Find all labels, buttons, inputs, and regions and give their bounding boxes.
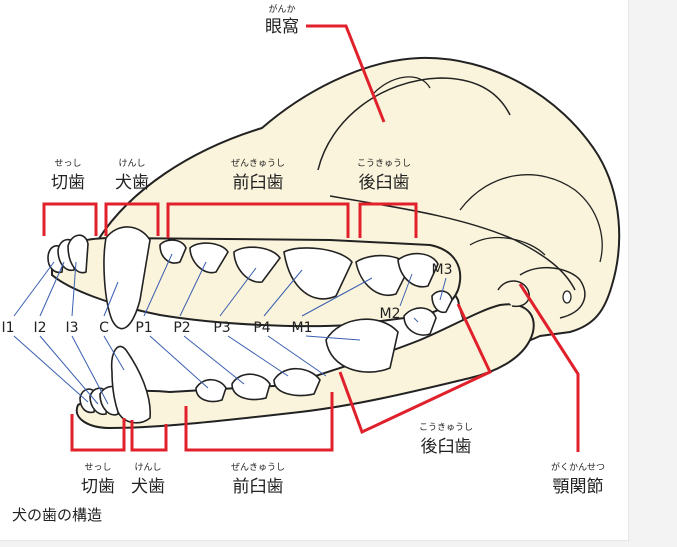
tooth-upper-p1 — [159, 239, 187, 264]
tooth-label-i2: I2 — [33, 320, 46, 336]
red-brackets — [42, 24, 580, 452]
blue-leaders — [13, 253, 447, 405]
bracket-upper-canine — [104, 202, 160, 236]
orbit-ruby: がんか — [268, 3, 295, 15]
orbit-inner — [371, 76, 431, 96]
ear-opening — [519, 267, 586, 319]
lower-molar-ruby: こうきゅうし — [419, 422, 473, 433]
orbit-label: 眼窩 — [265, 17, 299, 37]
cranium-curve — [469, 237, 546, 256]
auditory-hole — [562, 290, 572, 304]
upper-incisor-ruby: せっし — [54, 158, 81, 169]
upper-premolar-ruby: ぜんきゅうし — [231, 158, 285, 169]
upper-canine-label: 犬歯 — [115, 173, 149, 193]
tooth-label-m2: M2 — [380, 306, 401, 322]
lower-incisor-ruby: せっし — [84, 462, 111, 473]
lower-molar-label: 後臼歯 — [421, 437, 472, 457]
tooth-upper-m1 — [355, 254, 411, 297]
tooth-upper-p3 — [233, 246, 281, 283]
lower-canine-label: 犬歯 — [131, 477, 165, 497]
tmj-label: 顎関節 — [553, 477, 604, 497]
lower-incisor-label: 切歯 — [81, 477, 115, 497]
tooth-lower-canine — [110, 345, 151, 424]
tooth-upper-p2 — [189, 242, 229, 274]
tooth-label-i1: I1 — [1, 320, 14, 336]
bracket-lower-premolar — [184, 392, 334, 452]
figure-card: がんか 眼窩 せっし 切歯 けんし 犬歯 ぜんきゅうし 前臼歯 こうきゅうし 後… — [0, 0, 629, 541]
tooth-label-p1: P1 — [135, 320, 152, 336]
dog-skull-diagram: がんか 眼窩 せっし 切歯 けんし 犬歯 ぜんきゅうし 前臼歯 こうきゅうし 後… — [1, 3, 621, 497]
tooth-lower-m2 — [403, 307, 437, 336]
tooth-label-c: C — [99, 320, 109, 336]
tooth-label-m3: M3 — [432, 262, 453, 278]
tooth-label-p2: P2 — [173, 320, 190, 336]
orbit-leader — [306, 24, 386, 123]
bracket-lower-canine — [130, 420, 168, 452]
tooth-label-m1: M1 — [292, 320, 313, 336]
upper-molar-ruby: こうきゅうし — [357, 158, 411, 169]
tooth-upper-canine — [103, 226, 151, 330]
bracket-upper-molar — [358, 202, 418, 238]
tooth-label-i3: I3 — [65, 320, 78, 336]
upper-incisor-label: 切歯 — [51, 173, 85, 193]
tooth-label-p3: P3 — [213, 320, 230, 336]
orbit-contour — [317, 77, 511, 171]
upper-molar-label: 後臼歯 — [359, 173, 410, 193]
lower-premolar-label: 前臼歯 — [233, 477, 284, 497]
figure-caption: 犬の歯の構造 — [12, 506, 103, 524]
cranium-ridge — [459, 174, 603, 263]
upper-premolar-label: 前臼歯 — [233, 173, 284, 193]
tooth-upper-i3 — [67, 234, 89, 274]
tmj-ruby: がくかんせつ — [551, 461, 605, 473]
tooth-lower-m1 — [325, 318, 399, 373]
bracket-lower-molar — [338, 303, 492, 435]
lower-canine-ruby: けんし — [134, 462, 161, 473]
upper-teeth — [47, 226, 439, 330]
tooth-upper-m2 — [397, 252, 439, 288]
upper-canine-ruby: けんし — [118, 158, 145, 169]
bracket-upper-premolar — [166, 202, 350, 238]
bracket-upper-incisor — [42, 202, 98, 236]
tooth-lower-p3 — [231, 373, 271, 401]
tooth-lower-p4 — [273, 367, 321, 397]
tmj-leader — [518, 283, 580, 452]
bracket-lower-incisor — [70, 414, 126, 452]
lower-premolar-ruby: ぜんきゅうし — [231, 462, 285, 473]
tooth-lower-m3 — [431, 290, 453, 314]
tooth-lower-p2 — [195, 378, 227, 403]
tooth-label-p4: P4 — [253, 320, 270, 336]
